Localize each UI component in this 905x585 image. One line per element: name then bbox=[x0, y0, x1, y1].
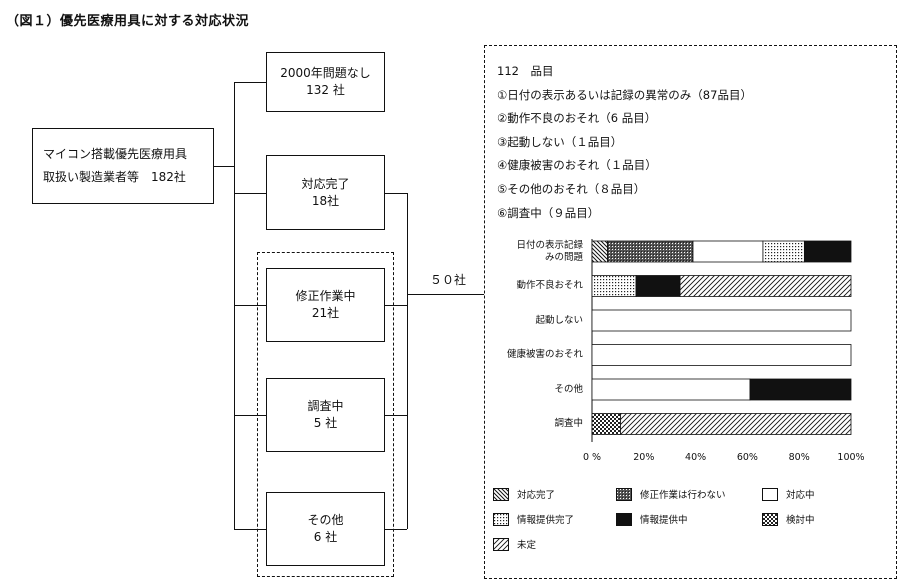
node-fixing: 修正作業中 21社 bbox=[266, 268, 385, 342]
category-label: 日付の表示記録みの問題 bbox=[516, 239, 583, 263]
category-label: 起動しない bbox=[535, 314, 583, 326]
bar-segment bbox=[803, 240, 852, 263]
bracket-bottom bbox=[385, 529, 407, 530]
bar-segment bbox=[620, 413, 852, 435]
category-label: 健康被害のおそれ bbox=[506, 349, 583, 360]
detail-panel bbox=[484, 45, 897, 579]
legend-swatch bbox=[762, 512, 778, 526]
bracket-mid-2 bbox=[385, 415, 407, 416]
source-box: マイコン搭載優先医療用具 取扱い製造業者等 182社 bbox=[32, 128, 214, 204]
bar-segment bbox=[591, 309, 852, 332]
list-item: ⑤その他のおそれ（８品目） bbox=[497, 181, 646, 196]
bar-segment bbox=[679, 275, 852, 297]
legend-label: 対応中 bbox=[786, 490, 815, 501]
legend-swatch bbox=[616, 487, 632, 501]
legend-swatch bbox=[493, 537, 509, 551]
legend-swatch bbox=[616, 512, 632, 526]
node-other: その他 6 社 bbox=[266, 492, 385, 566]
list-item: ④健康被害のおそれ（１品目） bbox=[497, 158, 657, 173]
legend-label: 検討中 bbox=[786, 515, 815, 526]
branch-5 bbox=[234, 529, 266, 530]
legend-label: 情報提供中 bbox=[640, 515, 688, 526]
bracket-line bbox=[407, 193, 408, 529]
branch-3 bbox=[234, 305, 266, 306]
legend-item: 未定 bbox=[493, 537, 536, 551]
branch-2 bbox=[234, 193, 266, 194]
page-title: （図１）優先医療用具に対する対応状況 bbox=[6, 14, 250, 29]
x-tick-label: 0 % bbox=[582, 452, 602, 463]
panel-header: 112 品目 bbox=[497, 64, 554, 78]
node-investigating: 調査中 5 社 bbox=[266, 378, 385, 452]
node-label: その他 bbox=[307, 513, 344, 527]
bar-segment bbox=[591, 413, 621, 435]
list-item: ⑥調査中（９品目） bbox=[497, 205, 600, 220]
bar-segment bbox=[692, 240, 764, 263]
x-tick-label: 40% bbox=[685, 452, 707, 463]
x-tick-label: 100% bbox=[837, 452, 865, 463]
node-count: 18社 bbox=[311, 193, 340, 208]
category-label: 調査中 bbox=[554, 418, 583, 429]
x-tick-label: 20% bbox=[633, 452, 655, 463]
legend-item: 対応中 bbox=[762, 487, 815, 501]
legend-item: 対応完了 bbox=[493, 487, 555, 501]
legend-swatch bbox=[493, 512, 509, 526]
node-no-problem: 2000年問題なし 132 社 bbox=[266, 52, 385, 112]
bar-segment bbox=[749, 378, 852, 401]
branch-1 bbox=[234, 82, 266, 83]
list-item: ①日付の表示あるいは記録の異常のみ（87品目） bbox=[497, 87, 752, 102]
source-line-2: 取扱い製造業者等 182社 bbox=[43, 170, 186, 184]
node-count: 21社 bbox=[311, 306, 340, 320]
legend-item: 検討中 bbox=[762, 512, 815, 526]
node-completed: 対応完了 18社 bbox=[266, 155, 385, 230]
x-tick-label: 80% bbox=[788, 452, 810, 463]
legend-item: 情報提供中 bbox=[616, 512, 688, 526]
list-item: ③起動しない（１品目） bbox=[497, 134, 623, 149]
legend-swatch bbox=[493, 487, 509, 501]
category-label: 動作不良おそれ bbox=[516, 280, 583, 291]
link-line bbox=[407, 294, 484, 295]
chart-bars bbox=[591, 240, 852, 435]
list-item: ②動作不良のおそれ（6 品目） bbox=[497, 111, 657, 126]
node-count: 132 社 bbox=[306, 83, 345, 97]
bracket-mid bbox=[385, 305, 407, 306]
branch-4 bbox=[234, 415, 266, 416]
bar-segment bbox=[591, 378, 751, 401]
item-list: 112 品目 ①日付の表示あるいは記録の異常のみ（87品目） ②動作不良のおそれ… bbox=[497, 60, 752, 225]
category-label: その他 bbox=[554, 383, 583, 395]
node-count: 5 社 bbox=[313, 416, 338, 430]
legend-label: 情報提供完了 bbox=[517, 515, 575, 526]
x-tick-label: 60% bbox=[736, 452, 758, 463]
bar-segment bbox=[607, 240, 694, 263]
node-count: 6 社 bbox=[313, 530, 338, 544]
node-label: 調査中 bbox=[307, 399, 344, 413]
bar-segment bbox=[635, 275, 681, 297]
legend-item: 修正作業は行わない bbox=[616, 487, 726, 501]
bar-segment bbox=[762, 240, 805, 263]
node-label: 2000年問題なし bbox=[280, 66, 371, 80]
bar-segment bbox=[591, 240, 608, 263]
bracket-top bbox=[385, 193, 407, 194]
in-progress-group bbox=[257, 252, 394, 577]
legend-swatch bbox=[762, 487, 778, 501]
legend-label: 修正作業は行わない bbox=[640, 490, 726, 501]
connector-source bbox=[214, 166, 234, 167]
bar-segment bbox=[591, 344, 852, 366]
legend-label: 対応完了 bbox=[517, 490, 556, 501]
legend-item: 情報提供完了 bbox=[493, 512, 574, 526]
legend-label: 未定 bbox=[517, 540, 537, 551]
node-label: 修正作業中 bbox=[295, 289, 356, 303]
bar-segment bbox=[591, 275, 637, 297]
link-label: ５０社 bbox=[430, 273, 467, 287]
node-label: 対応完了 bbox=[301, 176, 350, 191]
source-line-1: マイコン搭載優先医療用具 bbox=[43, 147, 188, 161]
